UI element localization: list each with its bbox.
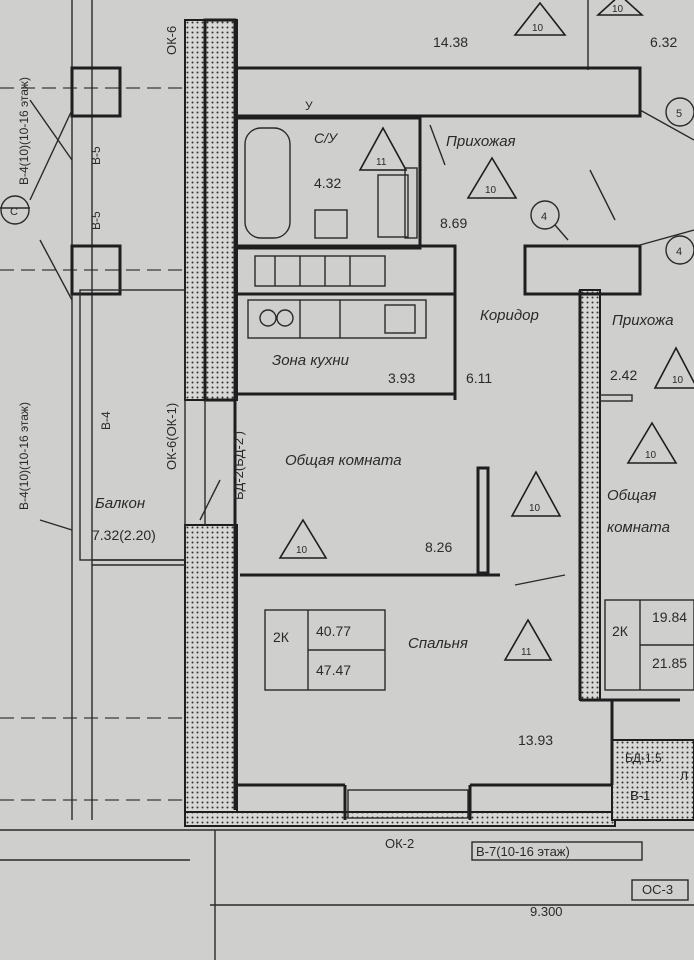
kitchen-zone-name: Зона кухни	[272, 352, 350, 369]
hall-area: 8.69	[440, 215, 467, 231]
bathroom-area: 4.32	[314, 175, 341, 191]
apt-type: 2К	[273, 629, 290, 645]
kitchen-counter	[247, 299, 427, 339]
marker-num: 11	[376, 157, 387, 168]
circle-num: 4	[541, 211, 547, 223]
triangle-numbers: 10 10 11 10 10 10 10 10 11 4 5 4 С	[10, 4, 684, 658]
b-left-bottom: В-4(10)(10-16 этаж)	[17, 402, 31, 510]
marker-num: 10	[296, 545, 308, 556]
neighbor-living-name-2: комната	[607, 519, 670, 536]
b4: В-4	[99, 411, 113, 430]
outer-walls	[184, 19, 694, 827]
apartment-table	[264, 609, 469, 819]
circle-num: 4	[676, 246, 682, 258]
wall-code-ok6: ОК-6	[164, 26, 179, 55]
hall-name: Прихожая	[446, 133, 516, 150]
corridor-area: 6.11	[466, 370, 492, 386]
living-name: Общая комната	[285, 452, 402, 469]
stove	[259, 309, 277, 327]
marker-num: 10	[529, 503, 541, 514]
bathroom-fixtures	[244, 127, 418, 239]
neighbor-hall-area: 2.42	[610, 367, 637, 383]
bathtub	[244, 127, 291, 239]
sink	[314, 209, 348, 239]
circle-num: С	[10, 206, 18, 218]
balcony	[79, 289, 186, 566]
window-ok3: ОС-3	[642, 882, 673, 897]
door-code-bd: БД-2(БД-2')	[231, 431, 246, 500]
wall-code-ok6-ok1: ОК-6(ОК-1)	[164, 403, 179, 470]
dim-bottom: 9.300	[530, 904, 563, 919]
bedroom-name: Спальня	[408, 635, 468, 652]
bd-right: БД-1,5	[625, 751, 662, 765]
triangles	[278, 0, 694, 661]
b-left-top: В-4(10)(10-16 этаж)	[17, 77, 31, 185]
b5-top: В-5	[89, 146, 103, 165]
marker-num: 10	[612, 4, 624, 15]
label-l: Л	[680, 769, 688, 783]
apartment-table-text: 2К 40.77 47.47 2К 19.84 21.85	[273, 609, 687, 678]
door-swings	[199, 109, 694, 586]
kitchen-fixtures	[247, 255, 427, 339]
toilet	[377, 174, 409, 238]
neighbor-area-1: 19.84	[652, 609, 687, 625]
room-labels: 14.38 6.32 С/У 4.32 Прихожая 8.69 Коридо…	[92, 34, 677, 748]
corridor-name: Коридор	[480, 307, 539, 324]
b7-bottom: В-7(10-16 этаж)	[476, 844, 570, 859]
marker-num: 11	[521, 647, 532, 658]
bathroom-name: С/У	[314, 130, 339, 146]
balcony-area: 7.32(2.20)	[92, 527, 156, 543]
marker-num: 10	[645, 450, 657, 461]
neighbor-hall-name: Прихожа	[612, 312, 674, 329]
marker-num: 10	[532, 23, 544, 34]
neighbor-area-2: 21.85	[652, 655, 687, 671]
label-u: У	[305, 99, 313, 113]
apt-area-2: 47.47	[316, 662, 351, 678]
neighbor-living-name-1: Общая	[607, 487, 656, 504]
marker-num: 10	[485, 185, 497, 196]
b1-code: В-1	[630, 788, 650, 803]
bedroom-area: 13.93	[518, 732, 553, 748]
codes: ОК-6 ОК-6(ОК-1) БД-2(БД-2') В-5 В-5 В-4 …	[17, 26, 689, 919]
top-left-area: 14.38	[433, 34, 468, 50]
kitchen-sink	[384, 304, 416, 334]
left-wall-blocks	[29, 66, 122, 531]
living-area: 8.26	[425, 539, 452, 555]
walls	[203, 18, 694, 820]
marker-num: 10	[672, 375, 684, 386]
neighbor-type: 2К	[612, 623, 629, 639]
washer	[404, 167, 418, 239]
circle-num: 5	[676, 108, 682, 120]
kitchen-zone-area: 3.93	[388, 370, 415, 386]
b5-mid: В-5	[89, 211, 103, 230]
window-ok2: ОК-2	[385, 836, 414, 851]
circle-markers	[0, 97, 694, 265]
apt-area-1: 40.77	[316, 623, 351, 639]
top-right-area: 6.32	[650, 34, 677, 50]
balcony-name: Балкон	[95, 495, 145, 512]
